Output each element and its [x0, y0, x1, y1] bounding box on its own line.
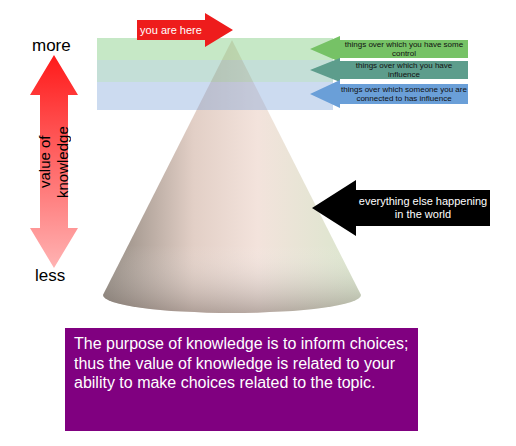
- connected-band: [97, 82, 333, 110]
- note-box-shape: [65, 328, 418, 431]
- pointer-arrow-shape: [137, 13, 233, 47]
- band-arrow-shape: [310, 58, 468, 82]
- node-text: value of knowledge: [36, 106, 72, 218]
- text-area: things over which you have influence: [340, 61, 468, 79]
- note-box: The purpose of knowledge is to inform ch…: [65, 328, 418, 431]
- scale-label: less: [35, 266, 65, 286]
- control-band: [97, 38, 333, 60]
- node-text: The purpose of knowledge is to inform ch…: [74, 334, 412, 393]
- node-text: things over which someone you are connec…: [340, 85, 468, 103]
- band-arrow-shape: [310, 36, 468, 62]
- scale-label: more: [32, 36, 71, 56]
- text-area: things over which you have some control: [340, 40, 468, 58]
- scale-arrow: value of knowledge: [30, 55, 78, 268]
- text-area: everything else happening in the world: [356, 190, 490, 226]
- scale-arrow-shape: [30, 55, 78, 268]
- text-area: you are here: [137, 20, 205, 40]
- band-arrow: things over which you have influence: [310, 58, 468, 82]
- node-text: things over which you have some control: [340, 40, 468, 58]
- node-text: everything else happening in the world: [356, 195, 490, 220]
- band-arrow: things over which you have some control: [310, 36, 468, 62]
- node-text: you are here: [140, 24, 202, 37]
- text-area: The purpose of knowledge is to inform ch…: [74, 334, 412, 426]
- world-arrow: everything else happening in the world: [312, 180, 490, 236]
- band-arrow: things over which someone you are connec…: [310, 80, 468, 108]
- band-arrow-shape: [310, 80, 468, 108]
- text-area: value of knowledge: [30, 95, 78, 228]
- pointer-arrow: you are here: [137, 13, 233, 47]
- node-text: things over which you have influence: [340, 61, 468, 79]
- world-arrow-shape: [312, 180, 490, 236]
- influence-band: [97, 60, 333, 82]
- text-area: things over which someone you are connec…: [340, 84, 468, 104]
